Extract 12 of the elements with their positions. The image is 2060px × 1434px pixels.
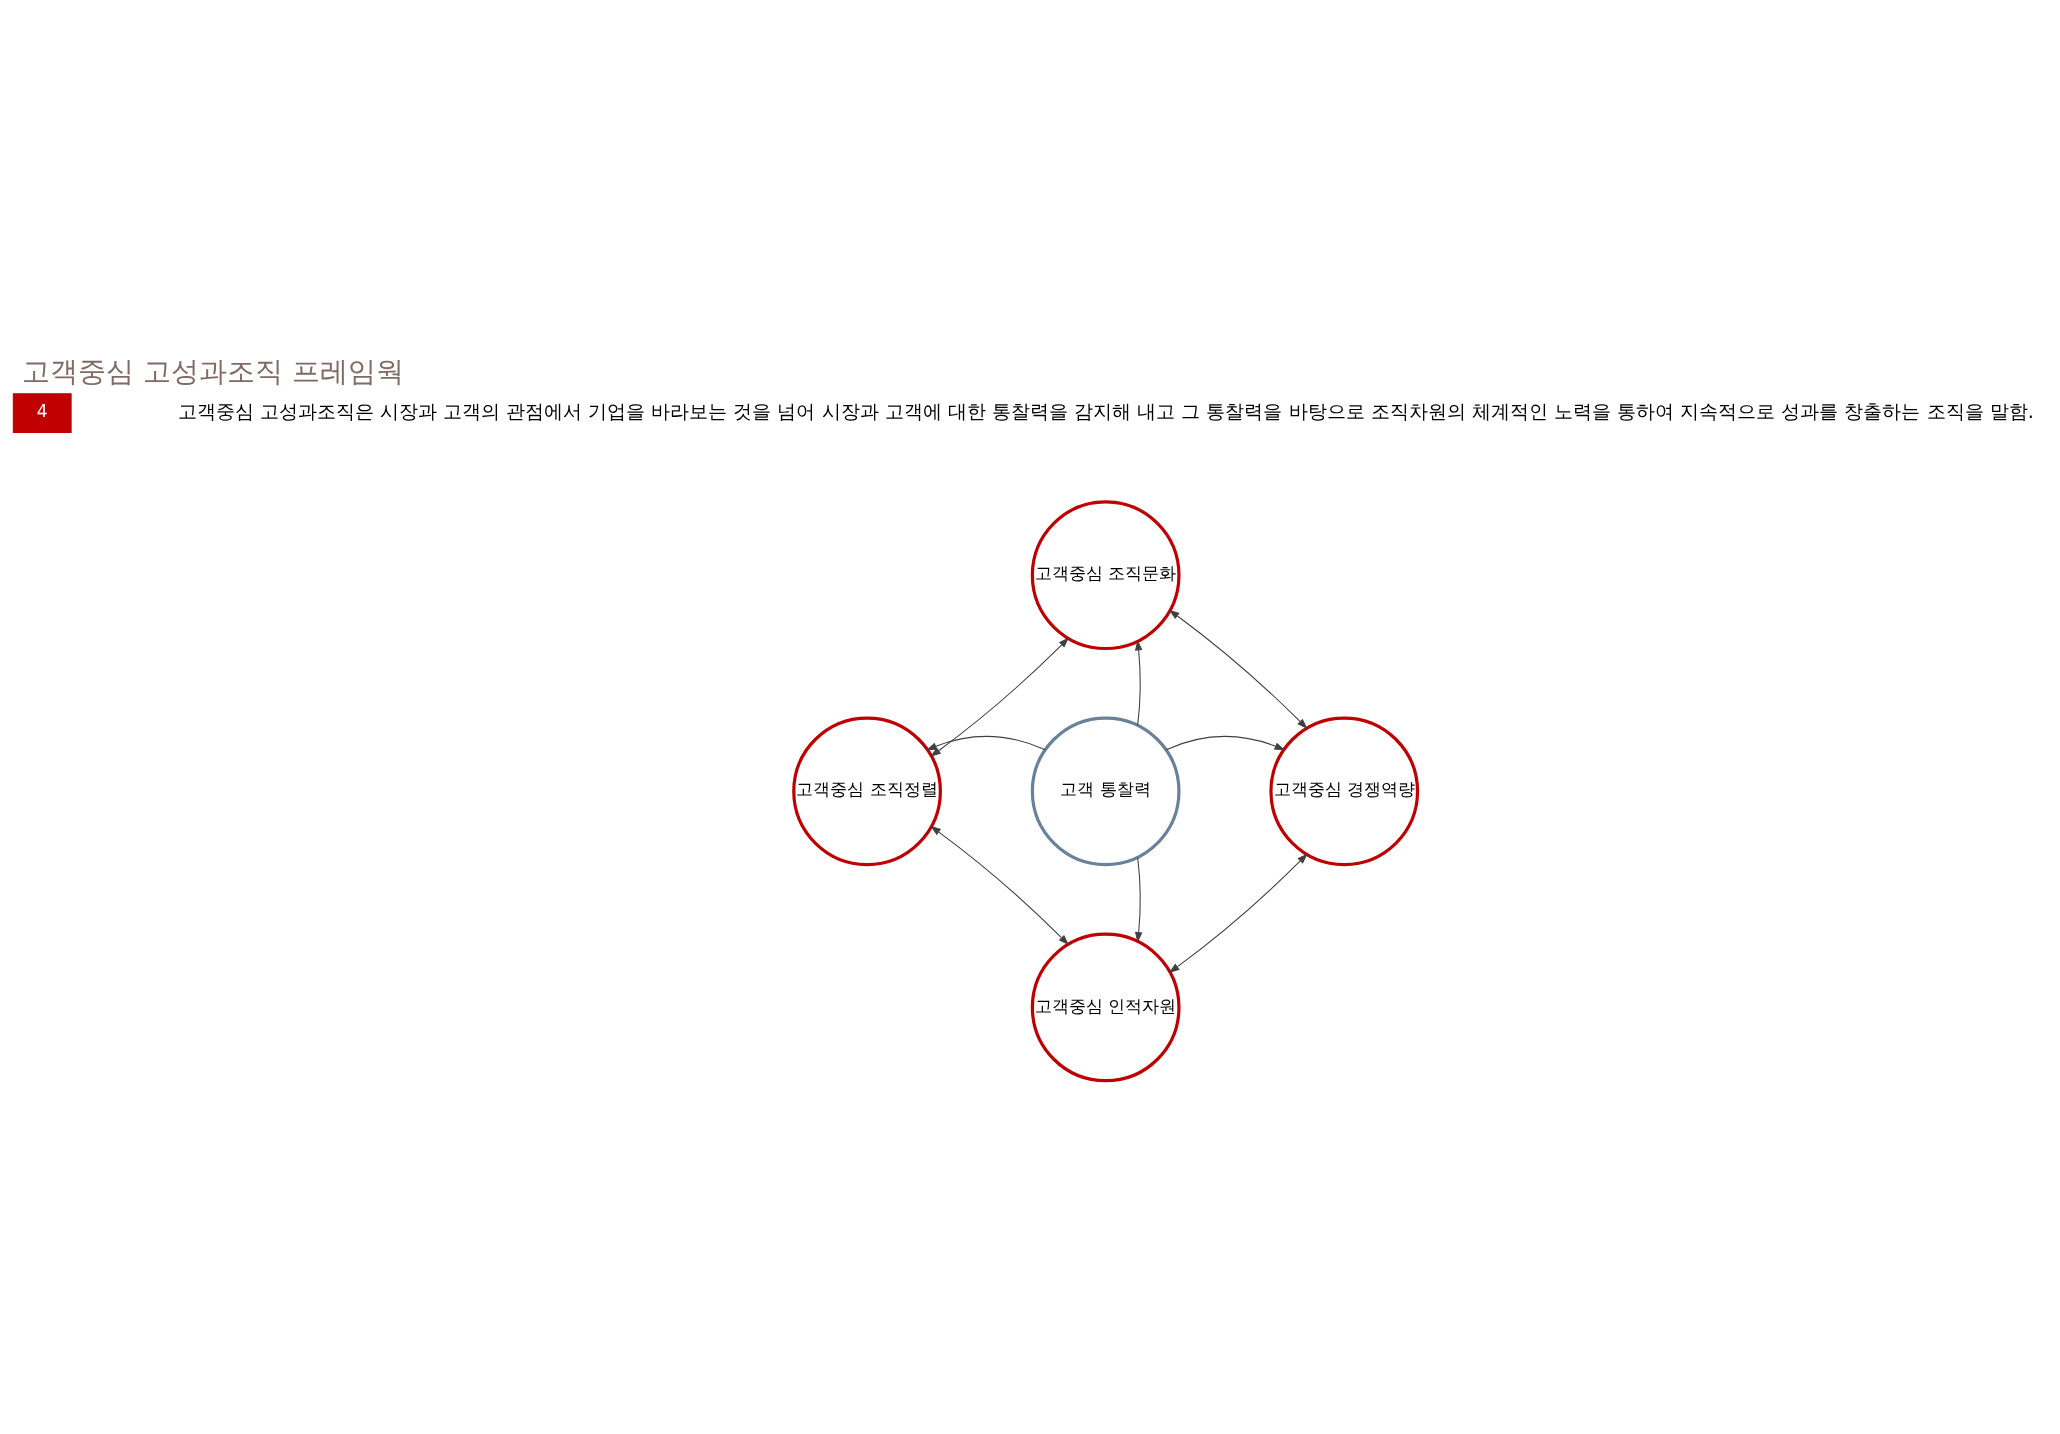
arrow [1165, 735, 1285, 750]
arrow [929, 636, 1069, 757]
arrow [1168, 852, 1308, 973]
diagram-title: 고객중심 고성과조직 프레임웍 [21, 354, 404, 388]
arrow [1134, 639, 1142, 726]
arrow [1168, 609, 1308, 729]
arrow [1134, 856, 1142, 943]
node-circle: 고객 통찰력 [1030, 715, 1181, 866]
label: 고객중심 고성과조직은 시장과 고객의 관점에서 기업을 바라보는 것을 넘어 시장과 고객에 대한 통찰력을 감지해 내고 그 통찰력을 바탕으로 조직차원의 체계적인 노력을 통하여 지속적으로 성과를 창출하는 조직을 말함. [177, 399, 2034, 423]
label: 4 [36, 400, 48, 421]
arrow [925, 735, 1046, 750]
arrow [929, 825, 1069, 945]
